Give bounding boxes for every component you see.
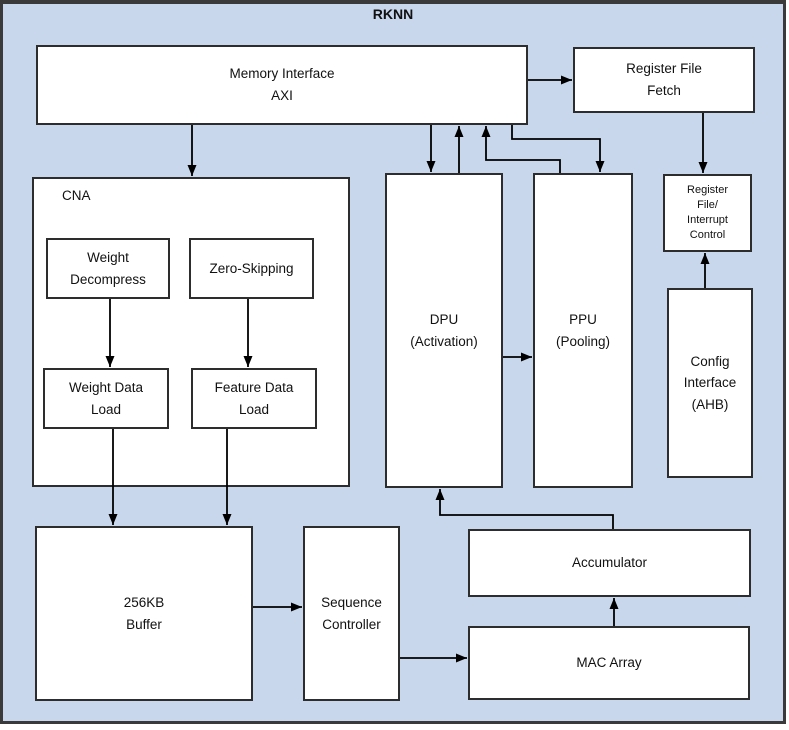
mac-array-label: MAC Array [576,655,642,671]
block-cna: CNA [32,177,350,487]
cna-label: CNA [62,188,91,203]
zero-skipping-label: Zero-Skipping [209,260,294,276]
block-weight-data-load: Weight Data Load [43,368,169,429]
block-sequence-controller: Sequence Controller [303,526,400,701]
feature-data-load-label: Feature Data Load [214,379,294,417]
block-zero-skipping: Zero-Skipping [189,238,314,299]
memory-interface-label: Memory Interface AXI [229,66,335,103]
block-mac-array: MAC Array [468,626,750,700]
diagram-title: RKNN [372,6,414,22]
block-memory-interface: Memory Interface AXI [36,45,528,125]
ppu-label: PPU (Pooling) [555,311,611,349]
block-ppu: PPU (Pooling) [533,173,633,488]
block-256kb-buffer: 256KB Buffer [35,526,253,701]
weight-data-load-label: Weight Data Load [68,379,144,417]
sequence-controller-label: Sequence Controller [321,594,382,632]
register-file-interrupt-control-label: Register File/ Interrupt Control [687,184,728,241]
block-config-interface: Config Interface (AHB) [667,288,753,478]
weight-decompress-label: Weight Decompress [70,249,146,287]
config-interface-label: Config Interface (AHB) [683,353,737,412]
block-register-file-interrupt-control: Register File/ Interrupt Control [663,174,752,252]
dpu-label: DPU (Activation) [410,311,478,349]
block-accumulator: Accumulator [468,529,751,597]
256kb-buffer-label: 256KB Buffer [123,594,165,632]
block-dpu: DPU (Activation) [385,173,503,488]
block-register-file-fetch: Register File Fetch [573,47,755,113]
block-weight-decompress: Weight Decompress [46,238,170,299]
block-feature-data-load: Feature Data Load [191,368,317,429]
register-file-fetch-label: Register File Fetch [626,61,702,98]
accumulator-label: Accumulator [571,555,648,571]
